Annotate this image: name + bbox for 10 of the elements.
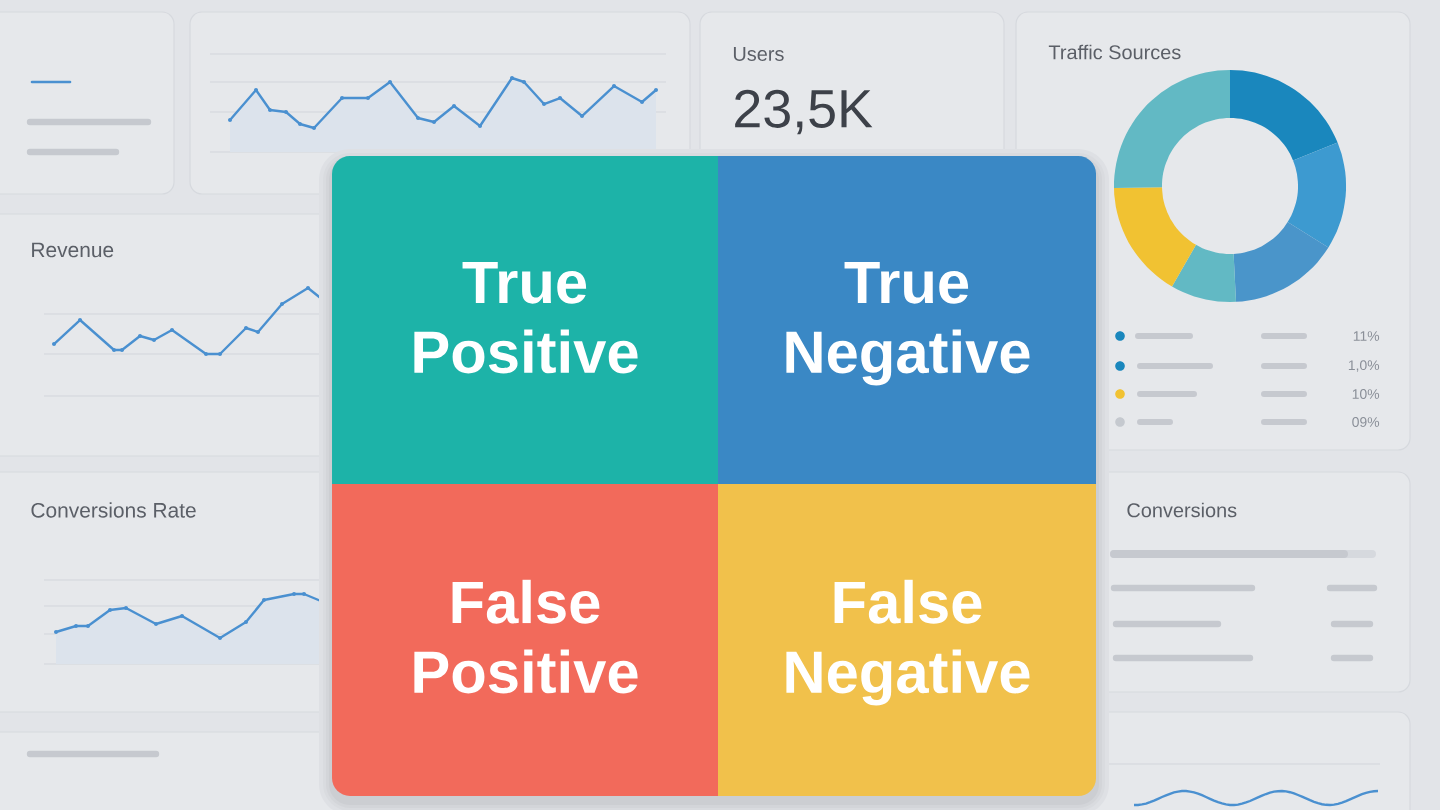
card-title: Conversions Rate: [31, 502, 196, 518]
matrix-cell: True Negative: [718, 156, 1096, 484]
matrix-cell: False Positive: [332, 484, 718, 796]
metric-value: 23,5K: [735, 89, 873, 135]
card-title: Revenue: [32, 242, 114, 258]
card-title: Users: [733, 47, 784, 61]
card-title: Traffic Sources: [1048, 44, 1181, 60]
card-title: Conversions: [1127, 502, 1237, 518]
matrix-cell: False Negative: [718, 484, 1096, 796]
matrix-cell: True Positive: [332, 156, 718, 484]
